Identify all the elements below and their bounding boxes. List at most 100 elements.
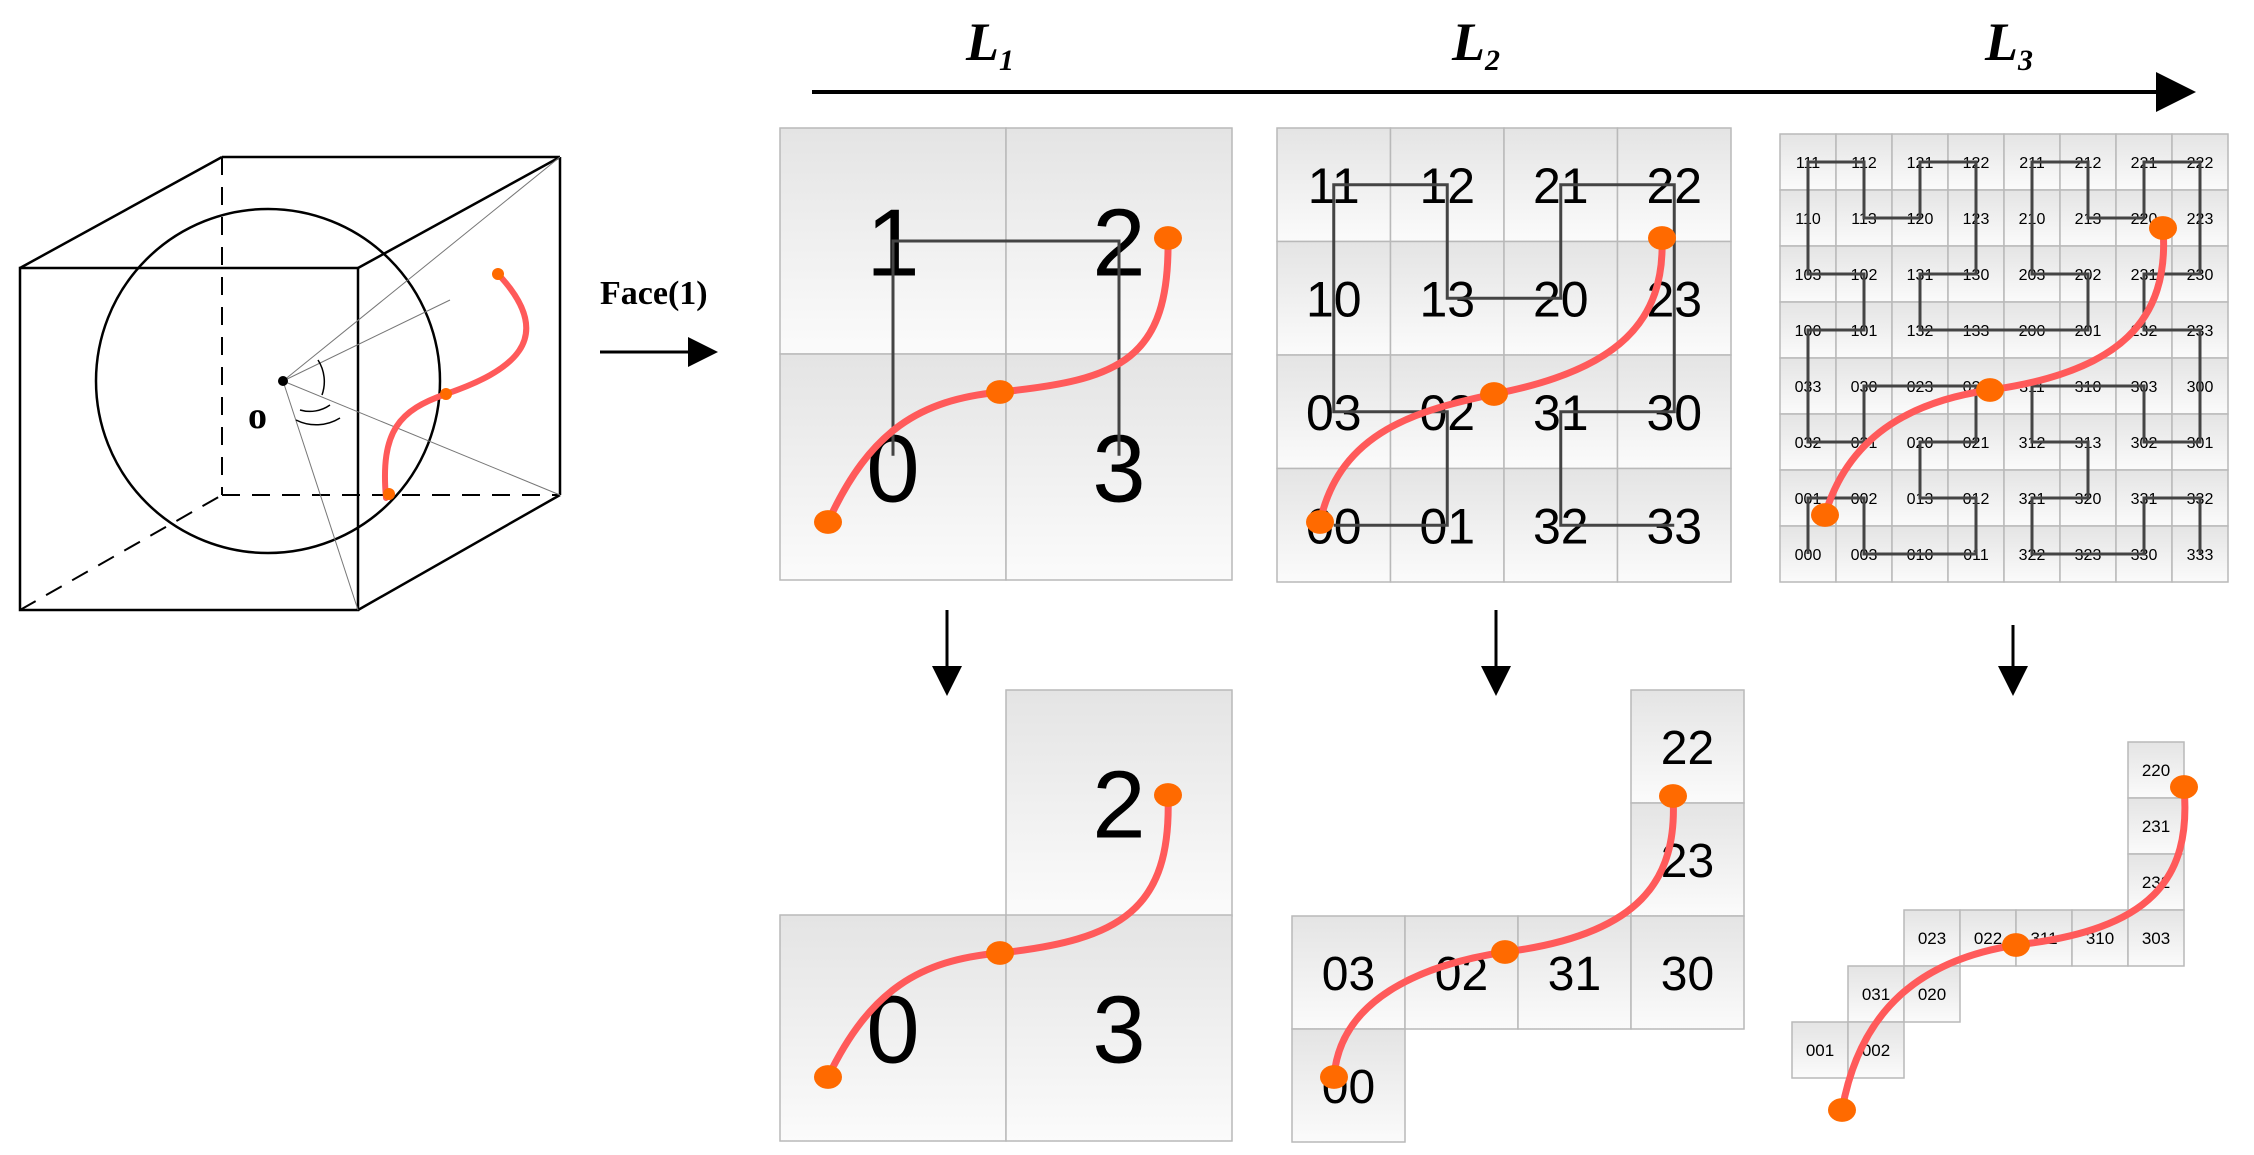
level-label-3: L3 xyxy=(1984,12,2033,77)
selected-cell: 002 xyxy=(1847,1021,1905,1079)
grid-cell: 33 xyxy=(1616,467,1732,583)
trajectories xyxy=(814,216,2198,1122)
hilbert-curve xyxy=(1806,160,2202,556)
level-subscript: 1 xyxy=(999,44,1014,77)
cell-label: 31 xyxy=(1548,948,1601,1001)
selected-cell: 3 xyxy=(1005,914,1233,1142)
cell-background xyxy=(1291,915,1406,1030)
level-letter: L xyxy=(1984,12,2018,72)
cube-trajectory xyxy=(382,271,530,501)
svg-text:L3: L3 xyxy=(1984,12,2033,77)
cell-label: 231 xyxy=(2142,817,2170,836)
level-letter: L xyxy=(1451,12,1485,72)
cell-label: 03 xyxy=(1322,948,1375,1001)
projection-line xyxy=(282,299,451,382)
svg-text:L2: L2 xyxy=(1451,12,1500,77)
cell-background xyxy=(1291,1028,1406,1143)
hilbert-curve xyxy=(891,239,1121,456)
selected-cell: 001 xyxy=(1791,1021,1849,1079)
trajectory-point xyxy=(1976,378,2004,402)
selected-cell: 23 xyxy=(1630,802,1745,917)
trajectory-point xyxy=(1320,1065,1348,1089)
trajectory-point xyxy=(1659,784,1687,808)
cell-label: 020 xyxy=(1918,985,1946,1004)
cell-background xyxy=(2127,909,2185,967)
trajectory-point xyxy=(814,1065,842,1089)
selected-cell: 0 xyxy=(779,914,1007,1142)
trajectory-point xyxy=(814,510,842,534)
trajectory-point xyxy=(2170,775,2198,799)
selected-cell: 31 xyxy=(1517,915,1632,1030)
selected-cell: 303 xyxy=(2127,909,2185,967)
hilbert-curves xyxy=(891,160,2202,556)
projection-line xyxy=(282,156,561,382)
face-label: Face(1) xyxy=(600,275,708,312)
cube-edge xyxy=(357,493,561,612)
hilbert-curve xyxy=(1332,183,1676,527)
cell-label: 303 xyxy=(2142,929,2170,948)
cell-label: 333 xyxy=(2187,547,2214,564)
trajectory-point xyxy=(986,941,1014,965)
cell-label: 002 xyxy=(1862,1041,1890,1060)
cell-label: 001 xyxy=(1806,1041,1834,1060)
level-label-1: L1 xyxy=(965,12,1014,77)
cell-background xyxy=(1847,965,1905,1023)
cell-background xyxy=(1005,914,1233,1142)
trajectory-point xyxy=(2149,216,2177,240)
selected-cell: 00 xyxy=(1291,1028,1406,1143)
cell-background xyxy=(1791,1021,1849,1079)
cube-hidden-edge xyxy=(19,494,223,611)
trajectory-point xyxy=(1306,510,1334,534)
cell-label: 031 xyxy=(1862,985,1890,1004)
cell-label: 30 xyxy=(1661,948,1714,1001)
selected-cell: 023 xyxy=(1903,909,1961,967)
trajectory-point xyxy=(1648,226,1676,250)
selected-cell: 03 xyxy=(1291,915,1406,1030)
trajectory-point xyxy=(1480,382,1508,406)
projection-line xyxy=(282,380,561,496)
angle-arc xyxy=(295,417,341,426)
angle-arc xyxy=(317,359,326,396)
trajectory-point xyxy=(1154,783,1182,807)
cell-background xyxy=(1630,915,1745,1030)
selected-cell: 231 xyxy=(2127,797,2185,855)
origin-point xyxy=(278,376,288,386)
selected-cell: 30 xyxy=(1630,915,1745,1030)
sphere xyxy=(94,207,442,555)
trajectory-point xyxy=(1828,1098,1856,1122)
angle-arc xyxy=(299,404,331,413)
cell-label: 022 xyxy=(1974,929,2002,948)
cell-label: 000 xyxy=(1795,547,1822,564)
trajectory-point xyxy=(1154,226,1182,250)
selected-cell: 220 xyxy=(2127,741,2185,799)
cube-illustration: o xyxy=(18,155,562,612)
cell-label: 220 xyxy=(2142,761,2170,780)
cube-edge xyxy=(19,155,223,270)
selected-cell: 22 xyxy=(1630,689,1745,804)
level-subscript: 3 xyxy=(2017,44,2033,77)
grid-cell: 0 xyxy=(779,353,1007,581)
cell-label: 023 xyxy=(1918,929,1946,948)
cell-background xyxy=(1630,802,1745,917)
trajectory-point xyxy=(492,268,504,280)
cell-label: 22 xyxy=(1661,722,1714,775)
trajectory-point xyxy=(1811,503,1839,527)
cell-label: 3 xyxy=(1092,977,1145,1084)
origin-label: o xyxy=(248,395,267,437)
trajectory-point xyxy=(2002,933,2030,957)
cell-label: 310 xyxy=(2086,929,2114,948)
selected-cell: 031 xyxy=(1847,965,1905,1023)
trajectory-point xyxy=(986,380,1014,404)
projection-line xyxy=(282,380,359,611)
cell-background xyxy=(1005,689,1233,917)
trajectory-point xyxy=(440,388,452,400)
cell-label: 2 xyxy=(1092,752,1145,859)
level-label-2: L2 xyxy=(1451,12,1500,77)
